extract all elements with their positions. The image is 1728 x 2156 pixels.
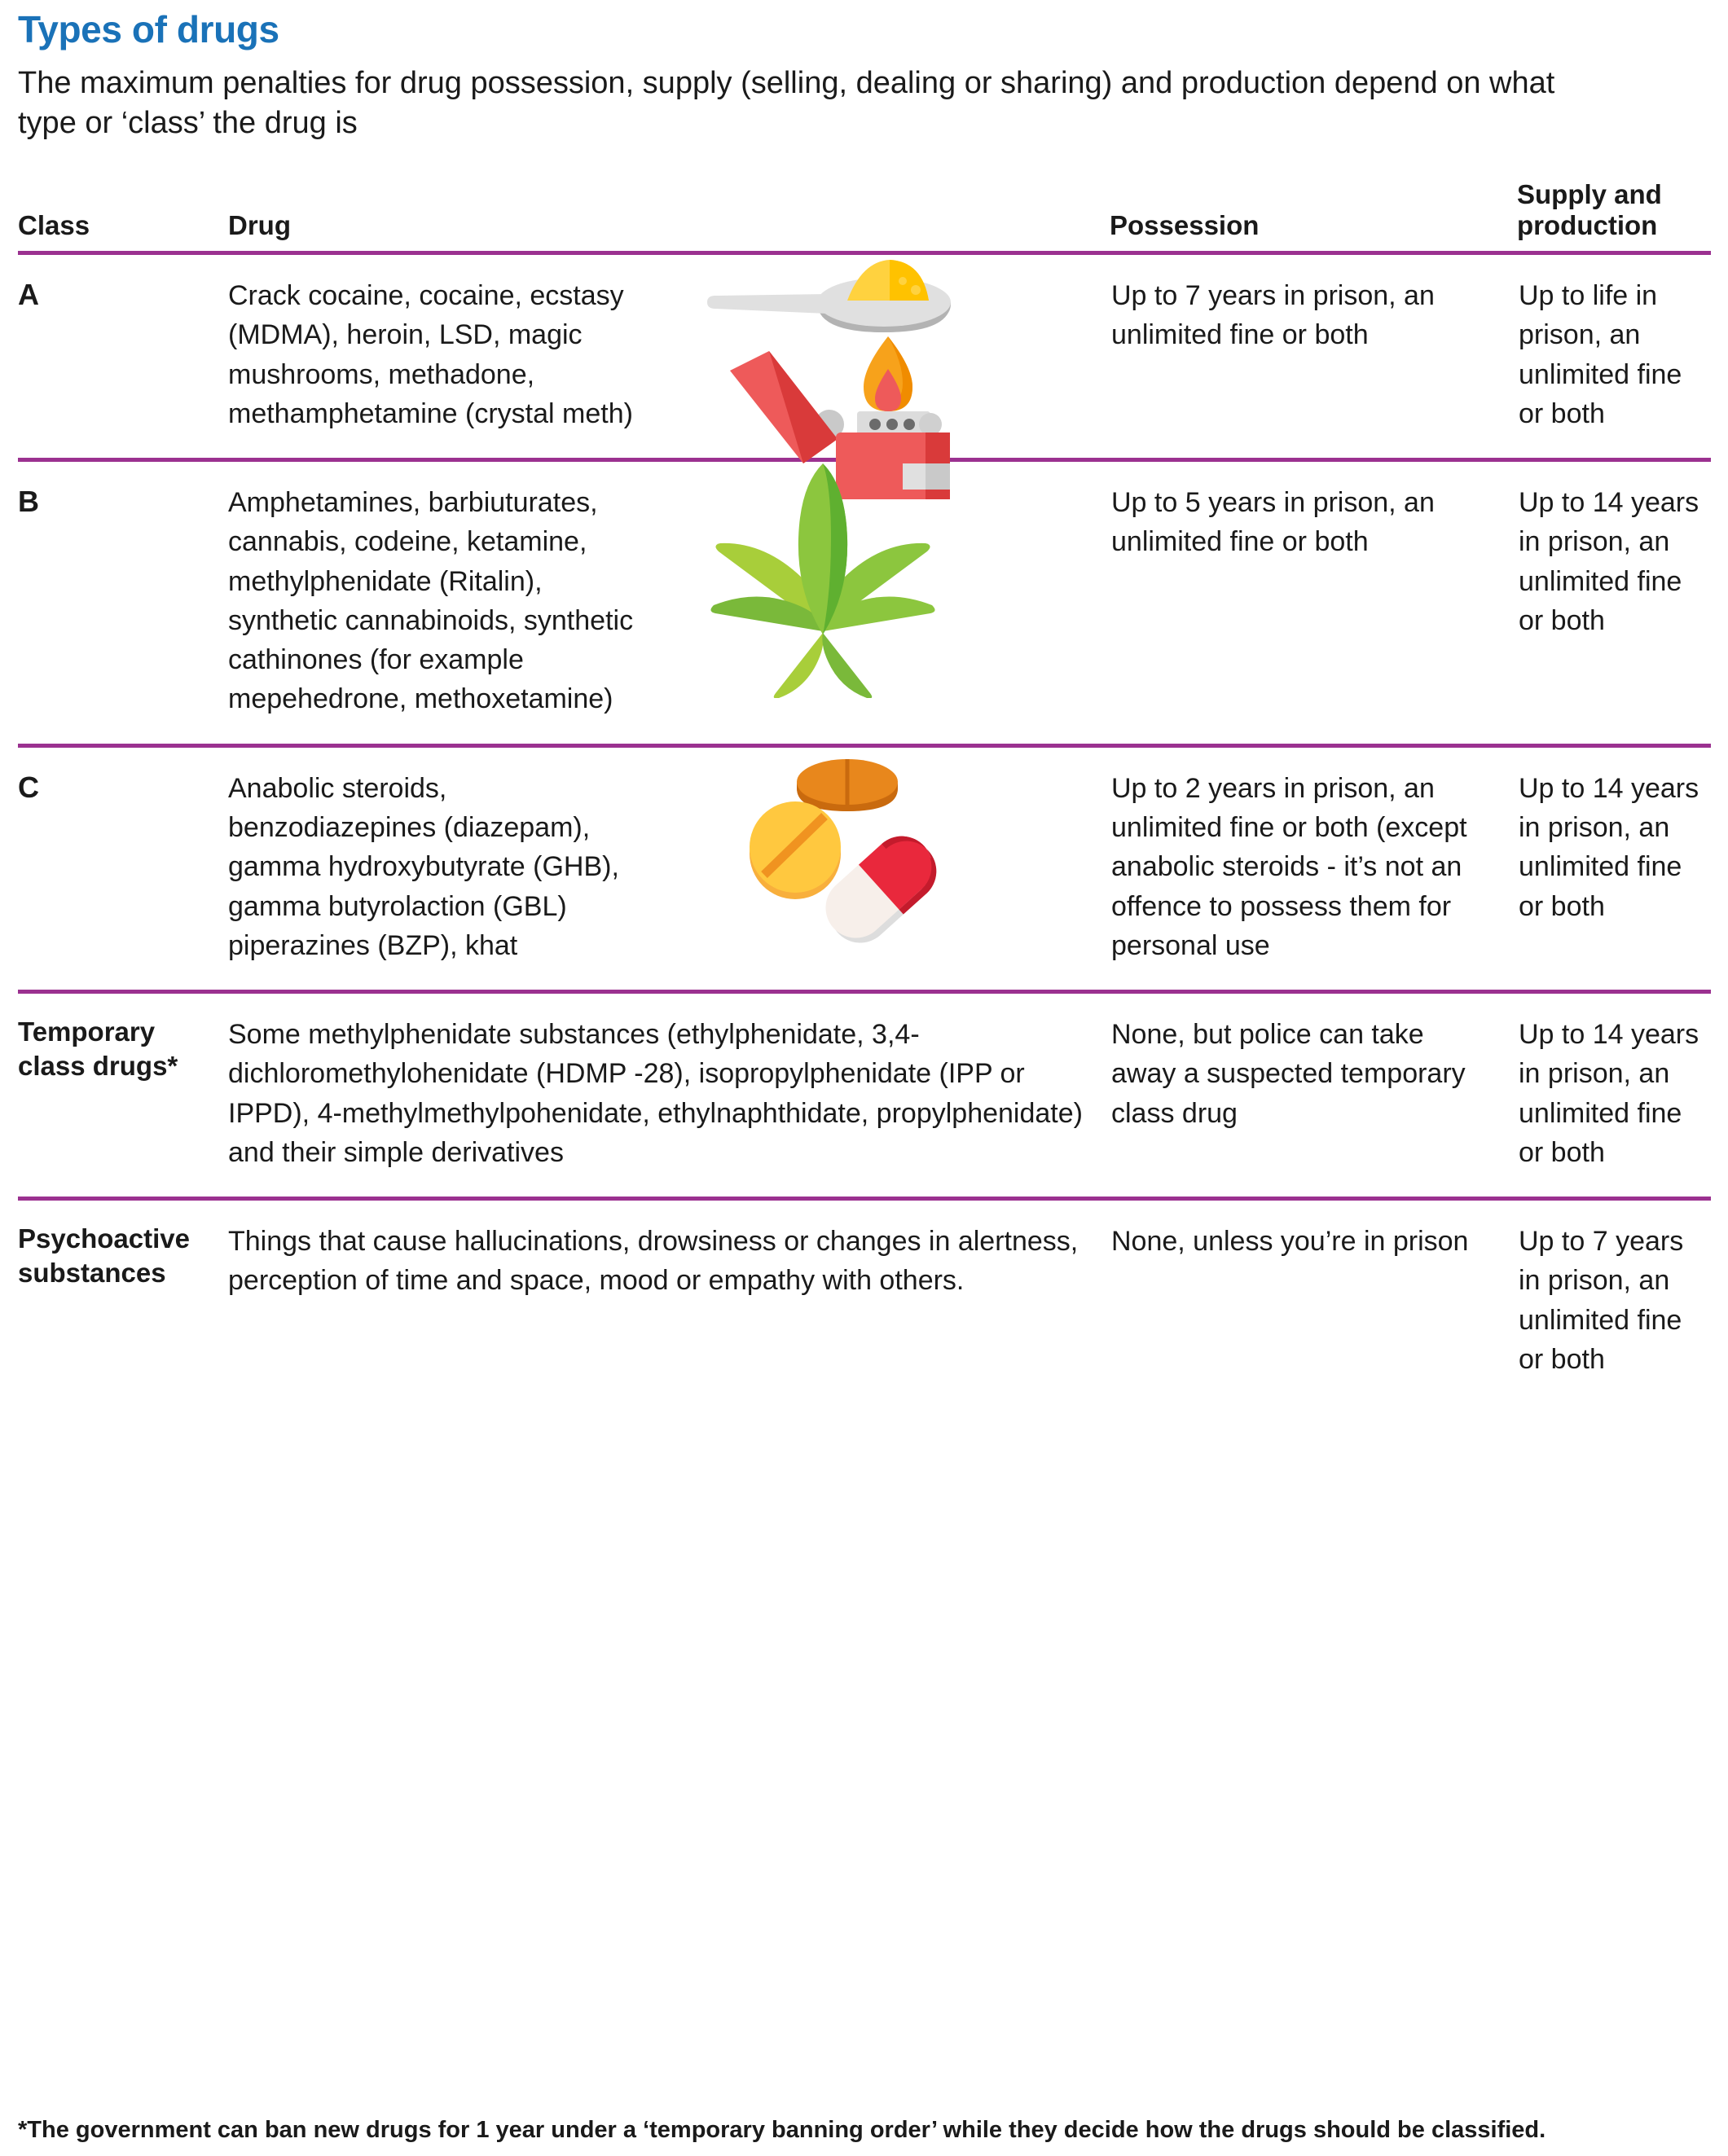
cell-supply: Up to 14 years in prison, an unlimited f…	[1509, 991, 1711, 1201]
cell-supply: Up to 7 years in prison, an unlimited fi…	[1519, 1226, 1684, 1375]
cell-class: Temporary class drugs*	[18, 991, 228, 1201]
cell-supply: Up to 14 years in prison, an unlimited f…	[1509, 745, 1711, 995]
cell-possession: Up to 5 years in prison, an unlimited fi…	[1101, 459, 1509, 748]
drug-list-text: Things that cause hallucinations, drowsi…	[228, 1226, 1079, 1297]
column-header-possession: Possession	[1101, 178, 1509, 256]
drug-list-text: Crack cocaine, cocaine, ecstasy (MDMA), …	[228, 280, 633, 429]
cell-class: B	[18, 459, 228, 748]
column-header-supply-and-production: Supply and production	[1509, 178, 1711, 256]
table-header: Class Drug Possession Supply and product…	[18, 178, 1711, 256]
table-row: Temporary class drugs* Some methylphenid…	[18, 991, 1711, 1201]
cell-possession: None, but police can take away a suspect…	[1101, 991, 1509, 1201]
table-row: A Crack cocaine, cocaine, ecstasy (MDMA)…	[18, 252, 1711, 500]
infographic-page: Types of drugs The maximum penalties for…	[0, 10, 1728, 2156]
table-row: Psychoactive substances Things that caus…	[18, 1199, 1711, 1404]
cell-class: Psychoactive substances	[18, 1223, 190, 1289]
page-subtitle: The maximum penalties for drug possessio…	[18, 66, 1555, 140]
cell-class: A	[18, 252, 228, 463]
column-header-drug: Drug	[228, 178, 1101, 256]
drug-list-text: Anabolic steroids, benzodiazepines (diaz…	[228, 772, 619, 961]
cell-drug: Some methylphenidate substances (ethylph…	[228, 991, 1101, 1201]
table-row: C Anabolic steroids, benzodiazepines (di…	[18, 745, 1711, 995]
cell-class: C	[18, 745, 228, 995]
drug-classes-table: Class Drug Possession Supply and product…	[18, 178, 1711, 1404]
cell-possession: Up to 2 years in prison, an unlimited fi…	[1101, 745, 1509, 995]
pills-icon	[717, 751, 961, 963]
cell-possession: Up to 7 years in prison, an unlimited fi…	[1101, 252, 1509, 463]
column-header-class: Class	[18, 178, 228, 256]
drug-list-text: Some methylphenidate substances (ethylph…	[228, 1019, 1083, 1168]
cell-drug: Amphetamines, barbiuturates, cannabis, c…	[228, 459, 1101, 748]
cell-supply: Up to 14 years in prison, an unlimited f…	[1509, 459, 1711, 748]
page-title: Types of drugs	[18, 8, 279, 50]
cannabis-leaf-icon	[701, 454, 945, 699]
cell-supply: Up to life in prison, an unlimited fine …	[1509, 252, 1711, 463]
cell-drug: Anabolic steroids, benzodiazepines (diaz…	[228, 745, 1101, 995]
footnote: *The government can ban new drugs for 1 …	[18, 2117, 1546, 2144]
cell-possession: None, unless you’re in prison	[1111, 1226, 1469, 1258]
table-row: B Amphetamines, barbiuturates, cannabis,…	[18, 459, 1711, 748]
cell-drug: Crack cocaine, cocaine, ecstasy (MDMA), …	[228, 252, 1101, 500]
drug-list-text: Amphetamines, barbiuturates, cannabis, c…	[228, 487, 634, 715]
table-body: A Crack cocaine, cocaine, ecstasy (MDMA)…	[18, 252, 1711, 1404]
cell-drug: Things that cause hallucinations, drowsi…	[228, 1199, 1101, 1404]
table-header-row: Class Drug Possession Supply and product…	[18, 178, 1711, 256]
